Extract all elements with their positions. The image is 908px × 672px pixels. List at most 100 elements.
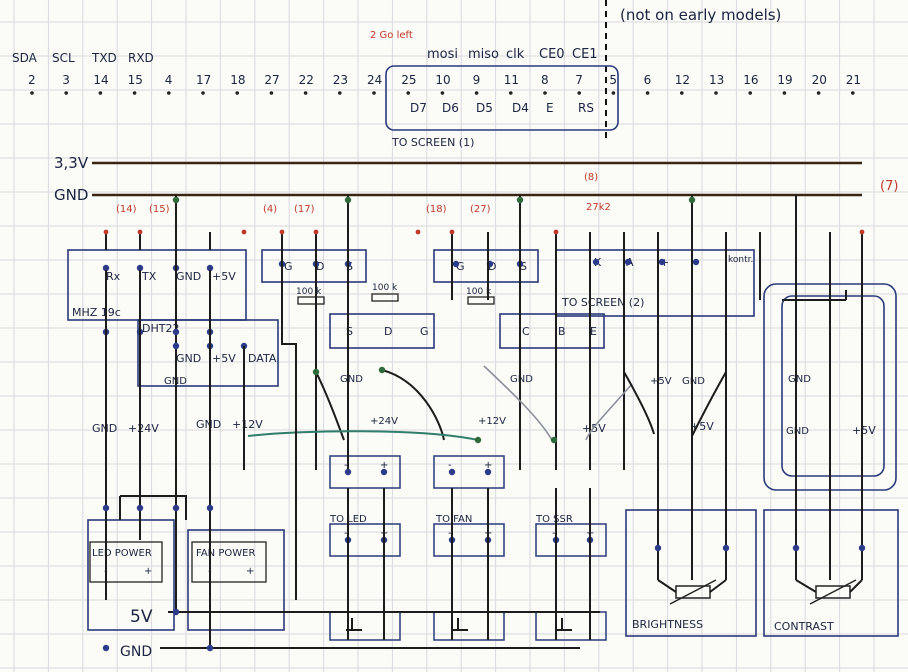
t2-resistor-label: 100 k bbox=[466, 287, 492, 297]
gpio-pin-dot bbox=[201, 91, 205, 95]
gpio-pin-22: 22 bbox=[299, 73, 314, 87]
junction-dot bbox=[452, 260, 460, 268]
terminal-sign: - bbox=[448, 528, 452, 539]
terminal-block bbox=[329, 523, 401, 557]
led-power-plus: + bbox=[144, 566, 152, 577]
wire bbox=[691, 371, 727, 437]
junction-dot bbox=[102, 504, 110, 512]
screen1-pin-d6: D6 bbox=[442, 101, 459, 115]
pot-housing-inner bbox=[781, 295, 885, 477]
junction-dot bbox=[516, 196, 524, 204]
junction-dot bbox=[688, 196, 696, 204]
gpio-pin-9: 9 bbox=[473, 73, 481, 87]
screen1-pin-d4: D4 bbox=[512, 101, 529, 115]
ref-17: (17) bbox=[294, 204, 315, 215]
transistor1-box bbox=[261, 249, 367, 283]
terminal-block bbox=[433, 523, 505, 557]
fan-power-terminal bbox=[191, 541, 267, 583]
t1-resistor bbox=[297, 296, 325, 305]
junction-dot bbox=[380, 468, 388, 476]
t3-pin-c: C bbox=[522, 325, 530, 338]
t3-pin-e: E bbox=[590, 325, 597, 338]
gnd-label-1: GND bbox=[340, 374, 363, 385]
wire-layer bbox=[102, 195, 866, 652]
gnd-label-2: GND bbox=[510, 374, 533, 385]
fan-power-box bbox=[187, 529, 285, 631]
transistor3-box bbox=[499, 313, 605, 349]
wire bbox=[381, 369, 445, 441]
screen1-connector-box bbox=[385, 65, 619, 131]
dht22-sensor-box bbox=[137, 319, 279, 387]
t2-resistor bbox=[467, 296, 495, 305]
gpio-pin-5: 5 bbox=[609, 73, 617, 87]
gpio-pin-dot bbox=[816, 91, 821, 95]
junction-dot bbox=[624, 258, 632, 266]
gpio-pin-23: 23 bbox=[333, 73, 348, 87]
gpio-pin-17: 17 bbox=[196, 73, 211, 87]
terminal-sign: + bbox=[484, 460, 492, 471]
gpio-pin-8: 8 bbox=[541, 73, 549, 87]
rail-gnd-label: GND bbox=[54, 186, 88, 204]
screen2-pin-kontr: kontr. bbox=[728, 255, 753, 265]
junction-dot bbox=[692, 258, 700, 266]
gpio-pin-dot bbox=[851, 91, 855, 95]
junction-dot bbox=[344, 468, 352, 476]
pin-ref-marker bbox=[137, 229, 143, 235]
junction-dot bbox=[658, 258, 666, 266]
junction-dot bbox=[792, 544, 800, 552]
gpio-pin-dot bbox=[235, 91, 239, 95]
label-5v-1: +5V bbox=[650, 376, 672, 387]
gpio-pin-27: 27 bbox=[264, 73, 279, 87]
bus-5v-label: 5V bbox=[130, 607, 153, 627]
junction-dot bbox=[206, 264, 214, 272]
junction-dot bbox=[172, 328, 180, 336]
gpio-pin-3: 3 bbox=[62, 73, 70, 87]
wire bbox=[795, 579, 863, 593]
mhz-pin-gnd: GND bbox=[176, 270, 201, 283]
gpio-pin-7: 7 bbox=[575, 73, 583, 87]
gpio-pin-14: 14 bbox=[93, 73, 108, 87]
pin-ref-marker bbox=[859, 229, 865, 235]
spi-label-mosi: mosi bbox=[427, 47, 458, 62]
gpio-pin-dot bbox=[680, 91, 684, 95]
ref-8: (8) bbox=[584, 172, 598, 183]
screen1-pin-rs: RS bbox=[578, 101, 594, 115]
out-label-fan: TO FAN bbox=[435, 514, 472, 525]
out-label-ssr: TO SSR bbox=[535, 514, 573, 525]
gpio-pin-dot bbox=[98, 91, 103, 95]
junction-dot bbox=[102, 264, 110, 272]
wire bbox=[657, 579, 727, 593]
junction-dot bbox=[206, 504, 214, 512]
gpio-pin-10: 10 bbox=[435, 73, 450, 87]
spi-label-miso: miso bbox=[468, 47, 499, 62]
junction-dot bbox=[102, 644, 110, 652]
transistor2-box bbox=[433, 249, 539, 283]
junction-dot bbox=[378, 366, 386, 374]
spi-label-clk: clk bbox=[506, 47, 525, 62]
t3-pin-b: B bbox=[558, 325, 566, 338]
label-sda: SDA bbox=[12, 51, 38, 65]
wire bbox=[623, 371, 655, 435]
t1-pin-g: G bbox=[284, 260, 293, 273]
pin-ref-marker bbox=[415, 229, 421, 235]
tm-resistor bbox=[371, 293, 399, 302]
screen1-pin-d7: D7 bbox=[410, 101, 427, 115]
gpio-pin-6: 6 bbox=[644, 73, 652, 87]
terminal-block bbox=[433, 611, 505, 641]
gpio-pin-19: 19 bbox=[777, 73, 792, 87]
tm-resistor-label: 100 k bbox=[372, 283, 398, 293]
gpio-pin-dot bbox=[611, 91, 616, 95]
terminal-sign: - bbox=[552, 528, 556, 539]
gpio-pin-dot bbox=[748, 91, 752, 95]
gpio-pin-dot bbox=[269, 91, 274, 95]
pin-ref-marker bbox=[313, 229, 319, 235]
label-scl: SCL bbox=[52, 51, 75, 65]
junction-dot bbox=[206, 644, 214, 652]
gpio-pin-dot bbox=[543, 91, 547, 95]
gpio-pin-dot bbox=[406, 91, 411, 95]
dht-pin-data: DATA bbox=[248, 352, 277, 365]
screen2-label: TO SCREEN (2) bbox=[561, 296, 644, 309]
pin-ref-marker bbox=[553, 229, 559, 235]
junction-dot bbox=[172, 196, 180, 204]
